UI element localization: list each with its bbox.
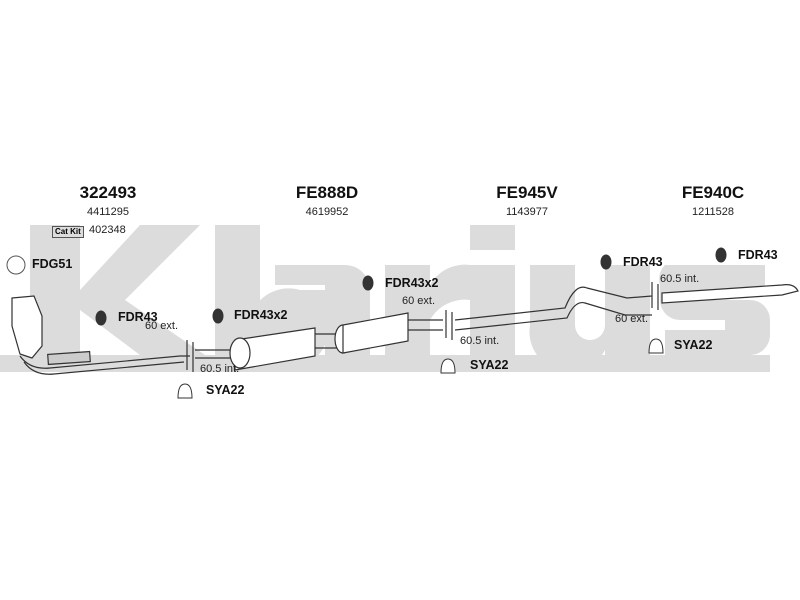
- middle-silencer-2: [342, 312, 409, 354]
- part-label: FDR43: [738, 248, 778, 262]
- dimension-label: 60.5 int.: [200, 363, 240, 375]
- clamp-icon: [648, 338, 664, 354]
- dimension-label: 60.5 int.: [460, 335, 500, 347]
- catkit-ref: 402348: [89, 224, 126, 236]
- part-label: FDR43: [623, 255, 663, 269]
- dimension-label: 60 ext.: [615, 313, 649, 325]
- part-label: FDR43x2: [234, 308, 288, 322]
- clamp-icon: [440, 358, 456, 374]
- mount-icons: [6, 247, 727, 399]
- rubber-mount-icon: [600, 254, 612, 270]
- klarius-watermark: [0, 225, 770, 372]
- flex-section: [47, 350, 91, 366]
- tail-pipe: [661, 284, 799, 304]
- section-ref: 1143977: [505, 206, 549, 218]
- part-label: SYA22: [470, 358, 509, 372]
- part-label: FDG51: [32, 257, 73, 271]
- rubber-mount-icon: [715, 247, 727, 263]
- section-ref: 4619952: [305, 206, 349, 218]
- front-pipe: [19, 355, 190, 369]
- dimension-label: 60 ext.: [402, 295, 436, 307]
- rubber-mount-icon: [95, 310, 107, 326]
- catkit-badge: Cat Kit: [52, 226, 84, 238]
- section-code: 322493: [79, 183, 137, 202]
- section-ref: 1211528: [691, 206, 735, 218]
- section-code: FE888D: [295, 183, 359, 202]
- part-label: SYA22: [674, 338, 713, 352]
- section-code: FE940C: [681, 183, 745, 202]
- part-label: FDR43x2: [385, 276, 439, 290]
- section-code: FE945V: [496, 183, 558, 202]
- section-ref: 4411295: [86, 206, 130, 218]
- part-label: SYA22: [206, 383, 245, 397]
- gasket-icon: [6, 255, 26, 275]
- clamp-icon: [177, 383, 193, 399]
- dimension-label: 60 ext.: [145, 320, 179, 332]
- rubber-mount-icon: [212, 308, 224, 324]
- exhaust-pipes: [11, 282, 799, 375]
- part-label: FDR43: [118, 310, 158, 324]
- rear-pipe: [454, 286, 653, 331]
- catalytic-converter: [11, 295, 43, 359]
- rubber-mount-icon: [362, 275, 374, 291]
- dimension-label: 60.5 int.: [660, 273, 700, 285]
